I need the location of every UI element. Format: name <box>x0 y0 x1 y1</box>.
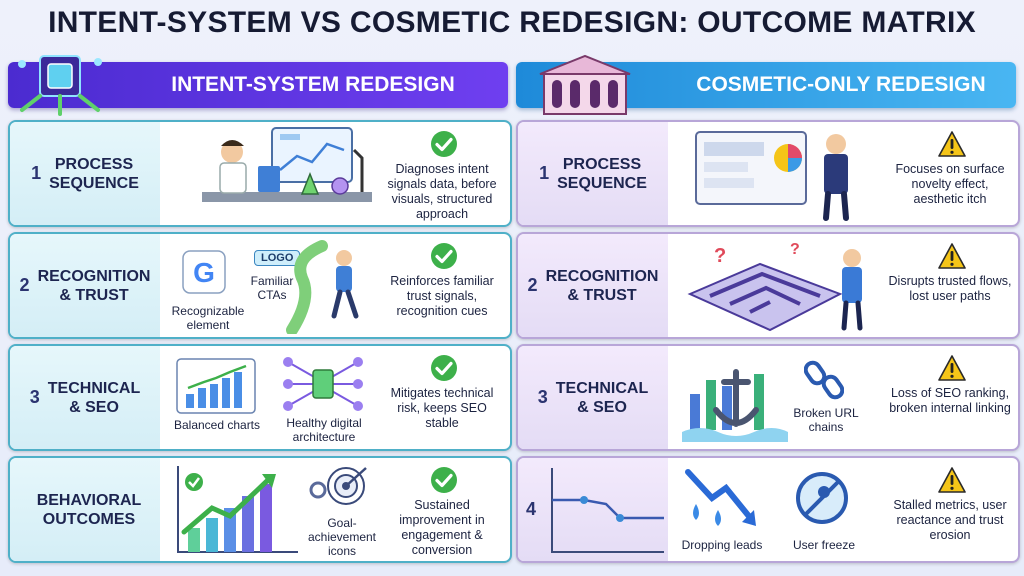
balanced-chart-icon <box>176 358 256 414</box>
row-description: Mitigates technical risk, keeps SEO stab… <box>390 386 494 430</box>
label-line-2: SEQUENCE <box>557 174 647 192</box>
cosmetic-only-banner: COSMETIC-ONLY REDESIGN <box>516 54 1016 115</box>
caption-familiar-ctas: Familiar CTAs <box>250 274 294 302</box>
caption-goal-icons: Goal-achievement icons <box>307 516 377 558</box>
cosmetic-row-technical: 3 TECHNICAL& SEO Broken URL chains Loss … <box>516 344 1020 451</box>
check-icon <box>430 466 458 494</box>
caption-dropping-leads: Dropping leads <box>681 538 763 552</box>
caption-healthy-architecture: Healthy digital architecture <box>286 416 362 444</box>
technical-illustration: Balanced charts Healthy digital architec… <box>162 346 382 449</box>
architecture-icon <box>283 357 363 411</box>
check-icon <box>430 242 458 270</box>
mockup-illustration <box>670 122 890 225</box>
intent-system-banner: INTENT-SYSTEM REDESIGN <box>8 55 508 116</box>
banner-label: INTENT-SYSTEM REDESIGN <box>171 73 455 96</box>
caption-user-freeze: User freeze <box>792 538 856 552</box>
row-description: Disrupts trusted flows, lost user paths <box>888 274 1012 303</box>
caption-balanced-charts: Balanced charts <box>173 418 261 432</box>
intent-row-technical: 3 TECHNICAL& SEO Balanced charts Healthy… <box>8 344 512 451</box>
page-title: INTENT-SYSTEM VS COSMETIC REDESIGN: OUTC… <box>48 6 976 39</box>
label-line-2: & SEO <box>69 398 119 416</box>
label-line-2: & TRUST <box>567 286 637 304</box>
check-icon <box>430 130 458 158</box>
label-line-1: PROCESS <box>562 155 642 173</box>
label-line-1: RECOGNITION <box>37 267 151 285</box>
dropping-leads-icon <box>685 469 756 526</box>
building-icon <box>539 54 631 115</box>
anchor-illustration: Broken URL chains <box>670 346 890 449</box>
banner-label: COSMETIC-ONLY REDESIGN <box>696 73 986 96</box>
label-line-2: & SEO <box>577 398 627 416</box>
label-line-1: TECHNICAL <box>47 379 141 397</box>
row-description: Focuses on surface novelty effect, aesth… <box>895 162 1005 206</box>
maze-illustration: ? ? <box>670 234 890 337</box>
warning-icon <box>938 355 966 381</box>
row-label: 4 <box>518 458 668 561</box>
row-number: 3 <box>29 387 40 407</box>
row-label: 2 RECOGNITION& TRUST <box>10 234 160 337</box>
dropping-illustration: Dropping leads User freeze <box>670 458 890 561</box>
caption-recognizable: Recognizable element <box>171 304 245 332</box>
check-icon <box>430 354 458 382</box>
cosmetic-row-recognition: 2 RECOGNITION& TRUST ? ? Disrupts truste… <box>516 232 1020 339</box>
recognition-illustration: G Recognizable element LOGO Familiar CTA… <box>162 234 382 337</box>
svg-text:G: G <box>193 257 215 288</box>
row-label: 3 TECHNICAL& SEO <box>518 346 668 449</box>
svg-text:?: ? <box>714 245 726 267</box>
label-line-2: SEQUENCE <box>49 174 139 192</box>
svg-text:?: ? <box>790 241 800 258</box>
broken-link-icon <box>804 360 844 400</box>
intent-row-recognition: 2 RECOGNITION& TRUST G Recognizable elem… <box>8 232 512 339</box>
row-description: Loss of SEO ranking, broken internal lin… <box>889 386 1011 415</box>
cosmetic-row-behavioral: 4 Dropping leads User freeze Stalle <box>516 456 1020 563</box>
warning-icon <box>938 243 966 269</box>
row-description: Reinforces familiar trust signals, recog… <box>390 274 494 318</box>
label-line-1: BEHAVIORAL <box>36 491 142 509</box>
g-logo-icon: G <box>182 250 226 294</box>
flat-line-chart-icon <box>551 468 664 553</box>
scientist-illustration <box>162 122 382 225</box>
label-line-2: OUTCOMES <box>42 510 136 528</box>
caption-broken-url-chains: Broken URL chains <box>793 406 859 434</box>
warning-icon <box>938 467 966 493</box>
logo-tag: LOGO <box>254 250 301 266</box>
row-number: 2 <box>527 275 538 295</box>
cube-network-icon <box>18 55 102 116</box>
row-number: 1 <box>31 163 42 183</box>
row-description: Stalled metrics, user reactance and trus… <box>893 498 1007 542</box>
row-label: 2 RECOGNITION& TRUST <box>518 234 668 337</box>
row-number: 1 <box>539 163 550 183</box>
warning-icon <box>938 131 966 157</box>
growth-illustration: Goal-achievement icons <box>162 458 382 561</box>
row-number: 3 <box>537 387 548 407</box>
row-description: Sustained improvement in engagement & co… <box>399 498 485 557</box>
row-number: 4 <box>526 499 537 519</box>
label-line-1: PROCESS <box>54 155 134 173</box>
growth-chart-icon <box>177 466 298 553</box>
label-line-1: TECHNICAL <box>555 379 649 397</box>
label-line-2: & TRUST <box>59 286 129 304</box>
target-icon <box>309 467 367 505</box>
label-line-1: RECOGNITION <box>545 267 659 285</box>
row-description: Diagnoses intent signals data, before vi… <box>387 162 497 221</box>
row-number: 2 <box>19 275 30 295</box>
user-freeze-icon <box>796 472 848 524</box>
row-label: 3 TECHNICAL& SEO <box>10 346 160 449</box>
walking-path-icon <box>286 240 359 334</box>
sinking-chart-anchor-icon <box>682 369 788 442</box>
